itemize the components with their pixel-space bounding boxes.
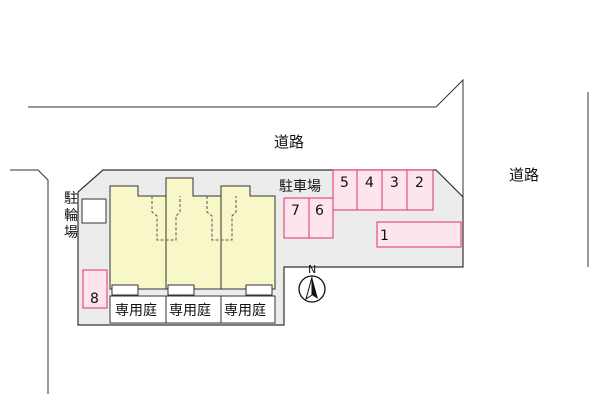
doorstep — [167, 284, 195, 296]
parking-number-1: 1 — [380, 228, 389, 244]
road-edge-left — [10, 169, 49, 394]
road-label-top: 道路 — [274, 133, 304, 151]
bike-parking-label-3: 場 — [64, 225, 78, 241]
parking-number-8: 8 — [90, 291, 99, 307]
parking-space-4 — [356, 169, 383, 211]
parking-space-5 — [332, 169, 358, 211]
doorstep — [245, 284, 273, 296]
parking-number-7: 7 — [291, 203, 300, 219]
parking-number-6: 6 — [315, 203, 324, 219]
parking-space-1 — [376, 221, 462, 248]
road-label-right: 道路 — [509, 166, 539, 184]
road-edge-top — [28, 78, 464, 265]
stair-dashes — [151, 196, 181, 241]
car-parking-label: 駐車場 — [279, 178, 321, 195]
compass-icon: N — [298, 263, 326, 303]
parking-space-2 — [406, 169, 434, 211]
bike-parking-label-1: 駐 — [64, 191, 78, 207]
garden-label: 専用庭 — [169, 302, 211, 319]
parking-number-3: 3 — [390, 175, 399, 191]
garden-area — [109, 295, 276, 324]
parking-number-2: 2 — [415, 175, 424, 191]
doorstep — [111, 284, 139, 296]
bike-parking-box — [81, 198, 107, 224]
bike-parking-label-2: 輪 — [64, 207, 78, 224]
garden-label: 専用庭 — [115, 302, 157, 319]
parking-number-5: 5 — [340, 175, 349, 191]
parking-space-3 — [381, 169, 408, 211]
garden-label: 専用庭 — [224, 302, 266, 319]
building-footprint — [109, 177, 276, 290]
stair-dashes — [206, 196, 237, 241]
parking-space-8 — [82, 269, 108, 309]
parking-number-4: 4 — [365, 175, 374, 191]
parking-space-7 — [283, 197, 310, 239]
parking-spaces — [82, 169, 462, 309]
compass-north-label: N — [308, 263, 316, 276]
building-block — [109, 177, 276, 296]
parking-space-6 — [308, 197, 334, 239]
